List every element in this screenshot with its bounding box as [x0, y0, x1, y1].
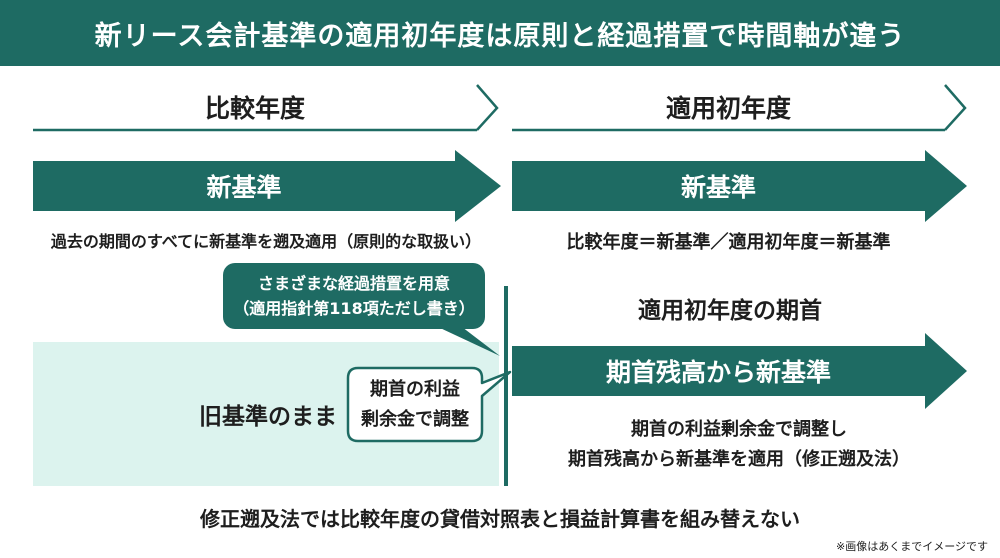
arrow-comparative-label: 新基準	[206, 173, 282, 202]
retained-earnings-line1: 期首の利益	[370, 378, 460, 400]
retained-earnings-line2: 剰余金で調整	[361, 408, 469, 430]
bottom-note: 修正遡及法では比較年度の貸借対照表と損益計算書を組み替えない	[200, 506, 800, 531]
transition-bubble-line1: さまざまな経過措置を用意	[257, 274, 450, 293]
period-label-initial: 適用初年度	[665, 94, 791, 123]
arrow-comparative-new	[33, 150, 501, 222]
transition-bubble	[223, 263, 485, 329]
opening-line2: 期首残高から新基準を適用（修正遡及法）	[568, 449, 910, 470]
opening-title: 適用初年度の期首	[638, 298, 822, 324]
retained-earnings-text: 期首の利益 剰余金で調整	[348, 368, 482, 441]
chevron-right-icon	[476, 84, 499, 131]
comparative-description: 過去の期間のすべてに新基準を遡及適用（原則的な取扱い）	[50, 232, 482, 251]
arrow-initial-label: 新基準	[680, 173, 756, 202]
transition-bubble-line2: （適用指針第118項ただし書き）	[233, 299, 475, 318]
opening-line1: 期首の利益剰余金で調整し	[631, 419, 847, 440]
disclaimer: ※画像はあくまでイメージです	[836, 540, 988, 553]
initial-description: 比較年度＝新基準／適用初年度＝新基準	[566, 232, 891, 253]
transition-bubble-tail	[438, 327, 500, 356]
arrow-opening-balance	[512, 333, 967, 409]
transition-bubble-text: さまざまな経過措置を用意 （適用指針第118項ただし書き）	[223, 263, 485, 329]
chevron-right-icon	[944, 84, 967, 131]
period-label-comparative: 比較年度	[204, 94, 305, 123]
header-bar: 新リース会計基準の適用初年度は原則と経過措置で時間軸が違う	[0, 0, 1000, 66]
arrow-initial-new	[512, 150, 967, 222]
arrow-opening-label: 期首残高から新基準	[605, 358, 831, 387]
page-title: 新リース会計基準の適用初年度は原則と経過措置で時間軸が違う	[94, 20, 906, 52]
old-standard-label: 旧基準のまま	[199, 404, 337, 430]
retained-earnings-box	[346, 366, 512, 443]
